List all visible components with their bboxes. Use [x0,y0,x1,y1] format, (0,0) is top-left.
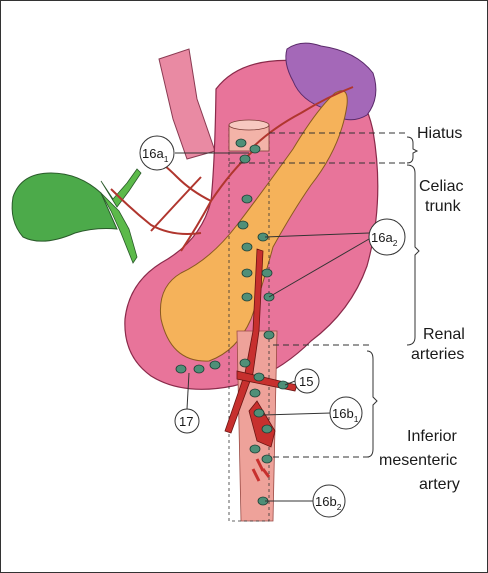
callout-17: 17 [174,408,200,434]
label-inferior-1: Inferior [407,428,457,445]
callout-leaders [175,152,370,502]
region-divider-lines [229,132,405,458]
callout-16b2: 16b2 [312,484,346,518]
label-renal-2: arteries [411,346,464,363]
label-celiac-2: trunk [425,198,462,215]
svg-text:17: 17 [179,414,193,429]
cystic-duct [100,192,138,264]
gallbladder [11,172,118,242]
brace-renal [406,164,420,346]
label-celiac-1: Celiac [419,178,463,195]
spleen [285,42,377,121]
svg-text:16b1: 16b1 [332,406,359,424]
label-inferior-3: artery [419,476,460,493]
aorta-main [224,248,264,434]
callout-16a2: 16a2 [368,218,406,256]
hepatic-duct [100,168,142,208]
brace-inferior [366,350,378,458]
lower-vessels [251,458,271,482]
label-hiatus: Hiatus [417,125,462,142]
svg-text:16a1: 16a1 [142,146,169,164]
svg-text:16b2: 16b2 [315,494,342,512]
label-renal-1: Renal [423,326,465,343]
callout-16b1: 16b1 [329,396,363,430]
callout-16a1: 16a1 [139,135,175,171]
svg-text:16a2: 16a2 [371,230,398,248]
hepatic-artery [110,188,202,235]
callout-15: 15 [294,368,320,394]
brace-celiac [406,136,419,164]
svg-text:15: 15 [299,374,313,389]
label-inferior-2: mesenteric [379,452,457,469]
aortic-hiatus-top [228,119,270,131]
